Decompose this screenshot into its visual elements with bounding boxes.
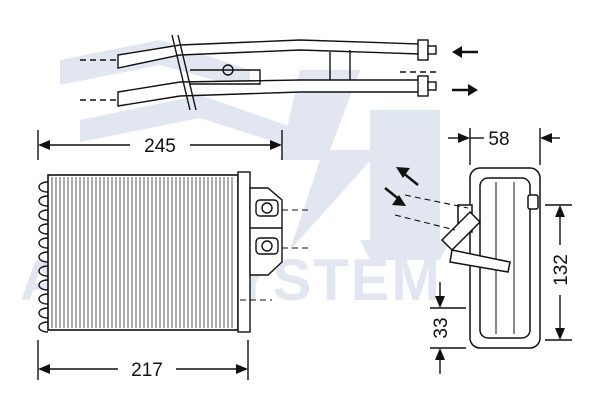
tank-tube-loop [38, 223, 49, 235]
heater-core-front-view [38, 171, 312, 333]
watermark-emblem [60, 40, 450, 260]
tank-tube-loop [38, 251, 49, 263]
core-right-tank [237, 171, 251, 333]
dimension-core-inner-width [37, 340, 249, 380]
dimension-height [545, 204, 572, 341]
tank-tube-loop [38, 209, 49, 221]
dimension-label-height: 132 [551, 254, 572, 286]
dimension-label-depth: 58 [488, 129, 509, 150]
tank-tube-loop [38, 279, 49, 291]
tank-tube-loop [38, 265, 49, 277]
tank-tube-loop [38, 293, 49, 305]
core-projection-lines [240, 209, 312, 301]
heater-core-side-view [440, 167, 541, 349]
dimension-pipe-offset [430, 282, 466, 374]
dimension-label-pipe-offset: 33 [431, 317, 452, 338]
flow-arrow-diagonal-in-icon [384, 187, 406, 206]
pipe-assembly-top-view [80, 34, 440, 111]
tank-tube-loop [38, 307, 49, 319]
flow-arrow-diagonal-out-icon [396, 167, 419, 186]
core-fins [51, 177, 233, 328]
tank-tube-loop [38, 321, 49, 333]
core-pipe-flange [249, 187, 283, 276]
tank-tube-loop [38, 237, 49, 249]
side-view-projection-lines [394, 194, 469, 231]
dimension-core-width [37, 130, 283, 160]
flow-arrow-in-icon [452, 46, 478, 58]
dimension-depth [448, 128, 560, 165]
dimension-label-core-inner-width: 217 [131, 360, 163, 381]
tank-tube-loop [38, 195, 49, 207]
dimension-label-core-width: 245 [144, 136, 176, 157]
core-left-tank [38, 181, 49, 333]
tank-tube-loop [38, 181, 49, 193]
flow-arrow-out-icon [452, 84, 478, 96]
core-body [47, 174, 239, 331]
